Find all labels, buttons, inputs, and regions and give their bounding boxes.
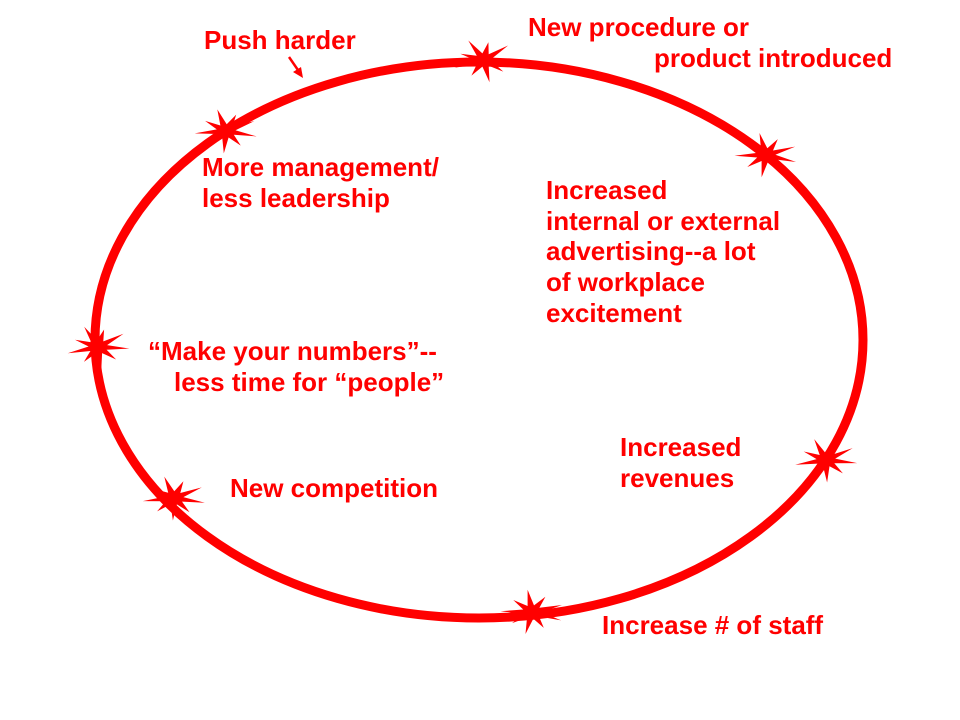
- label-line: Increase # of staff: [602, 610, 824, 640]
- burst-icon: [734, 133, 796, 178]
- arrow-icon: [287, 56, 303, 78]
- label-make-your-numbers: “Make your numbers”-- less time for “peo…: [148, 336, 444, 397]
- label-increased-revenues: Increased revenues: [620, 432, 741, 493]
- label-line: revenues: [620, 462, 735, 493]
- label-line: More management/: [202, 152, 439, 182]
- label-line: Push harder: [204, 25, 356, 55]
- burst-icon: [142, 476, 205, 521]
- burst-icon: [194, 109, 257, 154]
- label-line: less leadership: [202, 182, 390, 213]
- burst-icon: [67, 326, 130, 370]
- label-line: Increased: [620, 432, 742, 462]
- label-line: internal or external: [546, 205, 781, 236]
- label-new-procedure: New procedure or product introduced: [528, 12, 892, 73]
- label-line: New competition: [230, 473, 439, 503]
- label-line: of workplace: [546, 267, 705, 298]
- label-increase-staff: Increase # of staff: [602, 610, 823, 641]
- label-increased-advertising: Increased internal or external advertisi…: [546, 175, 780, 328]
- label-line: Increased: [546, 175, 668, 205]
- label-line: advertising--a lot: [546, 236, 756, 267]
- label-line: New procedure or: [528, 12, 750, 42]
- label-push-harder: Push harder: [204, 25, 356, 56]
- burst-icon: [795, 439, 858, 483]
- label-new-competition: New competition: [230, 473, 438, 504]
- label-line: product introduced: [654, 42, 893, 73]
- label-line: excitement: [546, 297, 682, 328]
- label-more-management: More management/ less leadership: [202, 152, 439, 213]
- label-line: “Make your numbers”--: [148, 336, 437, 366]
- label-line: less time for “people”: [174, 366, 445, 397]
- burst-icon: [454, 40, 516, 83]
- burst-icon: [500, 589, 562, 634]
